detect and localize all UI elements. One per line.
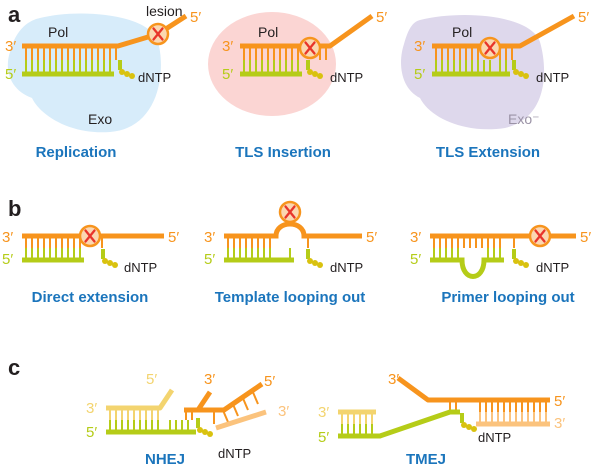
tls-extension-diagram: Pol Exo⁻ 3′ 5′ 5′ dNTP TLS Extension	[401, 9, 589, 161]
template-3-prime-label: 3′	[414, 38, 425, 55]
right-light-3-prime-label: 3′	[278, 403, 289, 420]
template-3-prime-label: 3′	[5, 38, 16, 55]
dntp-icon	[100, 247, 120, 270]
panel-letter-a: a	[8, 2, 21, 27]
left-end-3-prime-label: 3′	[318, 404, 329, 421]
pol-label: Pol	[452, 24, 472, 40]
template-3-prime-label: 3′	[204, 229, 215, 246]
dntp-icon	[459, 411, 479, 434]
right-light-3-prime-label: 3′	[554, 415, 565, 432]
panel-letter-c: c	[8, 355, 20, 380]
dntp-label: dNTP	[536, 260, 569, 275]
right-end-5-prime-label: 5′	[264, 373, 275, 390]
lesion-x-icon	[298, 36, 322, 60]
template-5-prime-label: 5′	[376, 9, 387, 26]
template-5-prime-label: 5′	[366, 229, 377, 246]
template-looping-out-diagram: 3′ 5′ 5′ dNTP Template looping out	[204, 200, 377, 306]
caption-direct-extension: Direct extension	[32, 289, 149, 306]
template-5-prime-label: 5′	[168, 229, 179, 246]
pol-label: Pol	[258, 24, 278, 40]
primer-5-prime-label: 5′	[410, 251, 421, 268]
lesion-x-icon	[528, 224, 552, 248]
exo-minus-label: Exo⁻	[508, 111, 540, 127]
dntp-label: dNTP	[138, 70, 171, 85]
primer-5-prime-label: 5′	[204, 251, 215, 268]
lesion-x-icon	[278, 200, 302, 224]
lesion-x-icon	[78, 224, 102, 248]
template-5-prime-label: 5′	[190, 9, 201, 26]
caption-nhej: NHEJ	[145, 451, 185, 468]
caption-tls-insertion: TLS Insertion	[235, 144, 331, 161]
primer-5-prime-label: 5′	[2, 251, 13, 268]
dntp-icon	[305, 247, 325, 270]
template-3-prime-label: 3′	[2, 229, 13, 246]
dntp-label: dNTP	[330, 70, 363, 85]
lesion-x-icon	[478, 36, 502, 60]
template-5-prime-label: 5′	[580, 229, 591, 246]
caption-replication: Replication	[36, 144, 117, 161]
nhej-diagram: 5′ 3′ 5′ 3′ 5′ 3′ dNTP NHEJ	[86, 371, 289, 468]
primer-5-prime-label: 5′	[414, 66, 425, 83]
caption-tmej: TMEJ	[406, 451, 446, 468]
primer-5-prime-label: 5′	[86, 424, 97, 441]
primer-5-prime-label: 5′	[222, 66, 233, 83]
primer-5-prime-label: 5′	[5, 66, 16, 83]
top-3-prime-label: 3′	[388, 371, 399, 388]
dntp-label: dNTP	[536, 70, 569, 85]
primer-5-prime-label: 5′	[318, 429, 329, 446]
exo-label: Exo	[88, 111, 112, 127]
dntp-label: dNTP	[330, 260, 363, 275]
lesion-x-icon	[146, 22, 170, 46]
primer-looping-out-diagram: 3′ 5′ 5′ dNTP Primer looping out	[410, 224, 591, 306]
left-end-3-prime-label: 3′	[86, 400, 97, 417]
dntp-icon	[511, 247, 531, 270]
replication-diagram: Pol lesion Exo 3′ 5′ 5′ dNTP Replication	[5, 3, 201, 161]
panel-letter-b: b	[8, 196, 21, 221]
direct-extension-diagram: 3′ 5′ 5′ dNTP Direct extension	[2, 224, 179, 306]
caption-primer-looping-out: Primer looping out	[441, 289, 574, 306]
dntp-label: dNTP	[218, 446, 251, 461]
dntp-icon	[195, 416, 215, 439]
polymerase-blob	[208, 12, 336, 116]
dntp-label: dNTP	[478, 430, 511, 445]
caption-template-looping-out: Template looping out	[215, 289, 366, 306]
dntp-label: dNTP	[124, 260, 157, 275]
template-5-prime-label: 5′	[554, 393, 565, 410]
lesion-label: lesion	[146, 3, 183, 19]
template-3-prime-label: 3′	[410, 229, 421, 246]
left-end-5-prime-label: 5′	[146, 371, 157, 388]
tmej-diagram: 3′ 5′ 3′ 3′ 5′ dNTP TMEJ	[318, 371, 565, 468]
template-3-prime-label: 3′	[222, 38, 233, 55]
template-5-prime-label: 5′	[578, 9, 589, 26]
pol-label: Pol	[48, 24, 68, 40]
right-end-3-prime-label: 3′	[204, 371, 215, 388]
caption-tls-extension: TLS Extension	[436, 144, 540, 161]
tls-insertion-diagram: Pol 3′ 5′ 5′ dNTP TLS Insertion	[208, 9, 387, 161]
